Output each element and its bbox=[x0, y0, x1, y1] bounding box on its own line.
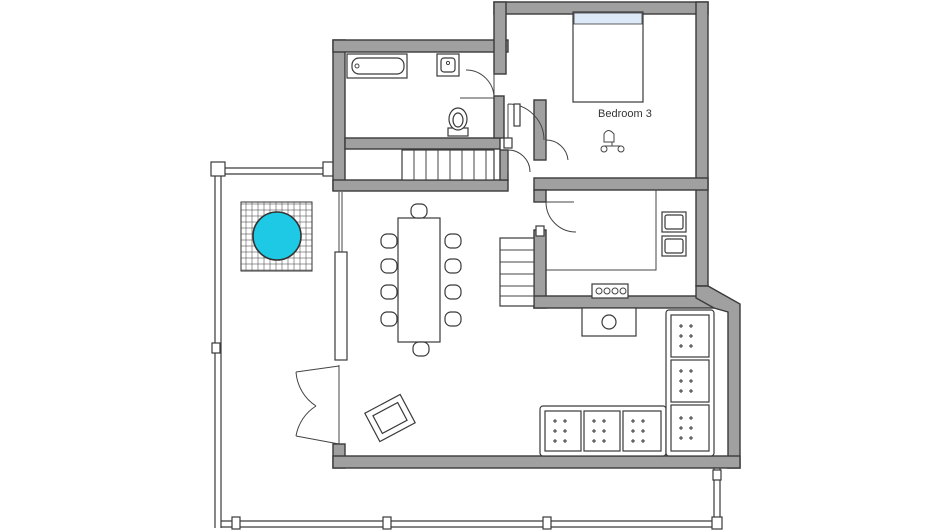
armchair-icon bbox=[364, 393, 416, 443]
bed-icon bbox=[572, 11, 644, 103]
sink-icon bbox=[581, 307, 637, 337]
dining-chair-icon bbox=[444, 233, 462, 249]
hob-icon bbox=[591, 283, 629, 299]
kitchen-sink-icon bbox=[661, 211, 687, 257]
dining-chair-icon bbox=[444, 258, 462, 274]
toilet-icon bbox=[447, 107, 469, 137]
staircase-icon bbox=[499, 237, 535, 307]
door-swing-icon bbox=[535, 201, 577, 237]
sink-icon bbox=[436, 53, 460, 77]
staircase-icon bbox=[401, 149, 495, 181]
dining-table-icon bbox=[397, 217, 441, 343]
dining-chair-icon bbox=[380, 233, 398, 249]
sofa-icon bbox=[539, 309, 715, 457]
office-chair-icon bbox=[600, 130, 625, 153]
hot-tub-icon bbox=[240, 201, 313, 272]
door-swing-icon bbox=[545, 139, 569, 161]
windows bbox=[334, 192, 348, 444]
door-swing-icon bbox=[295, 365, 340, 445]
bedroom-3: Bedroom 3 bbox=[545, 11, 652, 161]
dining-chair-icon bbox=[380, 311, 398, 327]
dining-chair-icon bbox=[444, 284, 462, 300]
dining-chair-icon bbox=[380, 258, 398, 274]
hall-doors bbox=[503, 103, 545, 173]
bathroom bbox=[346, 53, 495, 137]
door-swing-icon bbox=[460, 69, 495, 99]
dining-chair-icon bbox=[380, 284, 398, 300]
dining-chair-icon bbox=[444, 311, 462, 327]
dining-chair-icon bbox=[410, 203, 428, 219]
dining-chairs bbox=[380, 203, 462, 357]
bathtub-icon bbox=[346, 53, 408, 79]
room-label-bedroom-3: Bedroom 3 bbox=[598, 108, 652, 120]
kitchen bbox=[535, 190, 687, 299]
dining-chair-icon bbox=[412, 341, 430, 357]
